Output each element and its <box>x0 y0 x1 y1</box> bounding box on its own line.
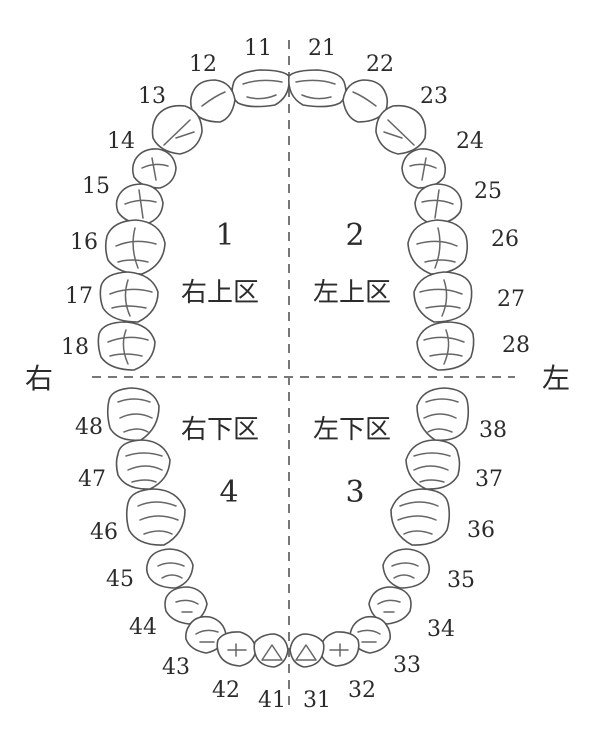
quadrant-number-4: 4 <box>219 475 238 510</box>
tooth-number-43: 43 <box>162 655 190 680</box>
tooth-41 <box>253 633 289 668</box>
side-label-right: 右 <box>25 362 53 395</box>
tooth-number-12: 12 <box>189 52 217 77</box>
tooth-number-16: 16 <box>70 230 98 255</box>
tooth-number-44: 44 <box>129 615 157 640</box>
tooth-number-28: 28 <box>502 333 530 358</box>
tooth-number-27: 27 <box>497 287 525 312</box>
tooth-number-31: 31 <box>303 688 331 713</box>
quadrant-number-2: 2 <box>345 218 364 253</box>
upper-arch <box>97 69 475 371</box>
tooth-number-32: 32 <box>348 678 376 703</box>
tooth-number-33: 33 <box>393 653 421 678</box>
tooth-number-11: 11 <box>244 36 272 61</box>
tooth-17 <box>99 271 159 323</box>
lower-arch <box>106 387 470 668</box>
tooth-number-45: 45 <box>106 567 134 592</box>
tooth-number-41: 41 <box>258 688 286 713</box>
tooth-number-47: 47 <box>78 467 106 492</box>
quadrant-number-1: 1 <box>215 218 234 253</box>
tooth-number-24: 24 <box>456 129 484 154</box>
tooth-number-37: 37 <box>475 467 503 492</box>
tooth-number-38: 38 <box>479 418 507 443</box>
tooth-35 <box>382 548 431 589</box>
tooth-23 <box>375 104 427 155</box>
tooth-11 <box>231 69 291 108</box>
tooth-number-14: 14 <box>107 129 135 154</box>
tooth-26 <box>407 219 469 275</box>
tooth-number-25: 25 <box>474 179 502 204</box>
tooth-number-18: 18 <box>61 335 89 360</box>
tooth-number-34: 34 <box>427 617 455 642</box>
tooth-46 <box>125 488 186 546</box>
tooth-number-42: 42 <box>212 678 240 703</box>
tooth-25 <box>414 183 463 225</box>
tooth-47 <box>115 439 171 490</box>
tooth-number-17: 17 <box>65 284 93 309</box>
tooth-number-23: 23 <box>420 84 448 109</box>
tooth-16 <box>104 219 166 275</box>
tooth-28 <box>416 321 475 371</box>
tooth-45 <box>145 548 194 589</box>
quadrant-number-3: 3 <box>345 475 364 510</box>
tooth-number-48: 48 <box>75 415 103 440</box>
tooth-number-26: 26 <box>491 227 519 252</box>
tooth-31 <box>289 633 325 668</box>
tooth-number-21: 21 <box>308 36 336 61</box>
zone-label-upper-right: 右上区 <box>181 278 259 308</box>
tooth-21 <box>287 69 347 108</box>
zone-label-lower-left: 左下区 <box>313 415 391 445</box>
tooth-18 <box>97 321 156 371</box>
tooth-number-22: 22 <box>366 52 394 77</box>
tooth-27 <box>413 271 473 323</box>
tooth-36 <box>390 488 451 546</box>
tooth-37 <box>405 439 461 490</box>
tooth-15 <box>115 183 164 225</box>
side-label-left: 左 <box>542 362 570 395</box>
zone-label-upper-left: 左上区 <box>313 278 391 308</box>
tooth-number-36: 36 <box>467 518 495 543</box>
zone-label-lower-right: 右下区 <box>181 415 259 445</box>
tooth-13 <box>151 104 203 155</box>
tooth-number-15: 15 <box>82 174 110 199</box>
tooth-number-46: 46 <box>90 520 118 545</box>
tooth-number-35: 35 <box>447 568 475 593</box>
tooth-number-13: 13 <box>138 84 166 109</box>
